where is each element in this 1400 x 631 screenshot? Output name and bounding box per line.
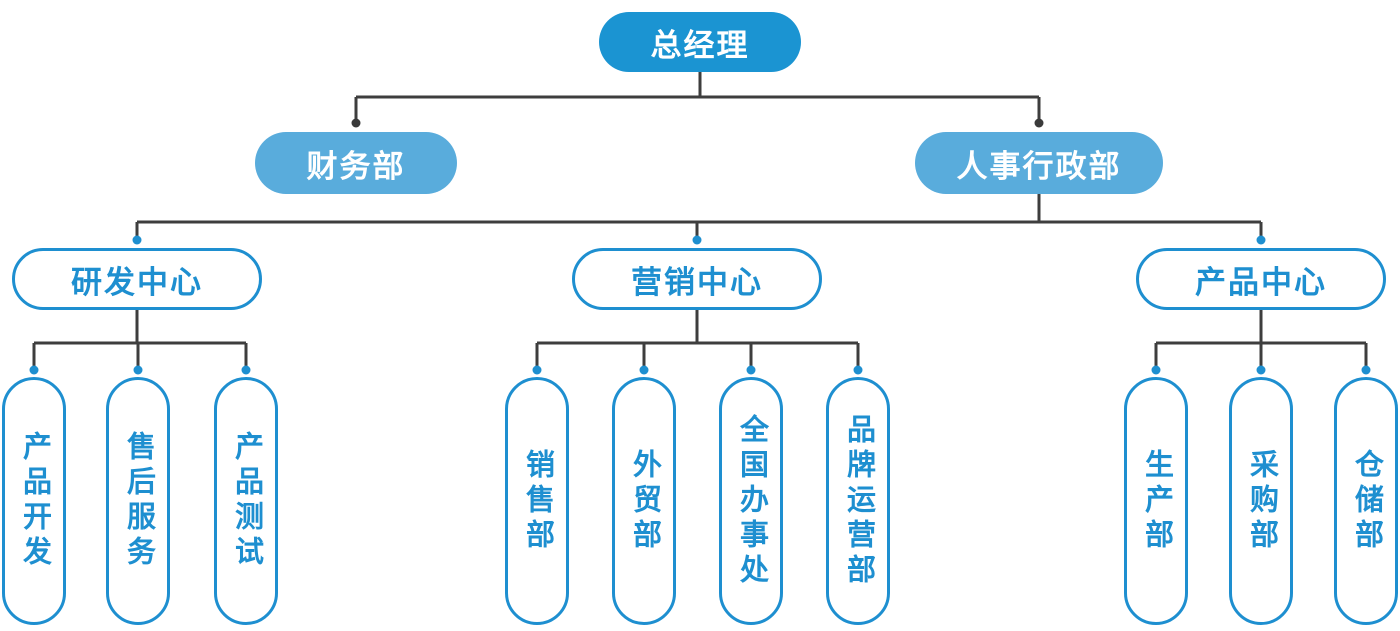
pill-label: 产品开发 [18, 431, 51, 571]
pill-label: 全国办事处 [735, 413, 768, 589]
org-node-general-manager: 总经理 [599, 12, 801, 72]
pill-label: 售后服务 [122, 431, 155, 571]
connector-product-to-depts [1154, 310, 1368, 366]
pill-label: 品牌运营部 [842, 413, 875, 589]
junction-dot [132, 235, 142, 245]
junction-dot [1361, 365, 1371, 375]
connector-mkt-to-depts [535, 310, 860, 366]
junction-dot [746, 365, 756, 375]
org-node-after-sales-service: 售后服务 [106, 377, 170, 625]
junction-dot [1034, 118, 1044, 128]
connector-rd-to-depts [32, 310, 248, 366]
org-node-national-offices: 全国办事处 [719, 377, 783, 625]
org-node-sales-dept: 销售部 [505, 377, 569, 625]
pill-label: 仓储部 [1350, 448, 1383, 554]
org-node-purchasing-dept: 采购部 [1229, 377, 1293, 625]
junction-dot [29, 365, 39, 375]
pill-label: 采购部 [1245, 448, 1278, 554]
junction-dot [241, 365, 251, 375]
org-node-foreign-trade-dept: 外贸部 [612, 377, 676, 625]
junction-dot [351, 118, 361, 128]
org-node-production-dept: 生产部 [1124, 377, 1188, 625]
org-node-marketing-center: 营销中心 [572, 248, 822, 310]
org-node-rd-center: 研发中心 [12, 248, 262, 310]
junction-dot [1151, 365, 1161, 375]
junction-dot [532, 365, 542, 375]
org-node-warehouse-dept: 仓储部 [1334, 377, 1398, 625]
pill-label: 外贸部 [628, 448, 661, 554]
junction-dot [692, 235, 702, 245]
org-node-brand-operations-dept: 品牌运营部 [826, 377, 890, 625]
org-node-product-testing: 产品测试 [214, 377, 278, 625]
junction-dot [639, 365, 649, 375]
pill-label: 产品测试 [230, 431, 263, 571]
junction-dot [1256, 365, 1266, 375]
junction-dot [853, 365, 863, 375]
org-node-product-center: 产品中心 [1136, 248, 1386, 310]
org-node-product-development: 产品开发 [2, 377, 66, 625]
pill-label: 销售部 [521, 448, 554, 554]
pill-label: 生产部 [1140, 448, 1173, 554]
org-node-hr-admin-dept: 人事行政部 [915, 132, 1163, 194]
connector-level2-to-level3 [135, 194, 1263, 236]
junction-dot [133, 365, 143, 375]
junction-dot [1256, 235, 1266, 245]
connector-root-to-level2 [354, 72, 1041, 119]
org-node-finance-dept: 财务部 [255, 132, 457, 194]
